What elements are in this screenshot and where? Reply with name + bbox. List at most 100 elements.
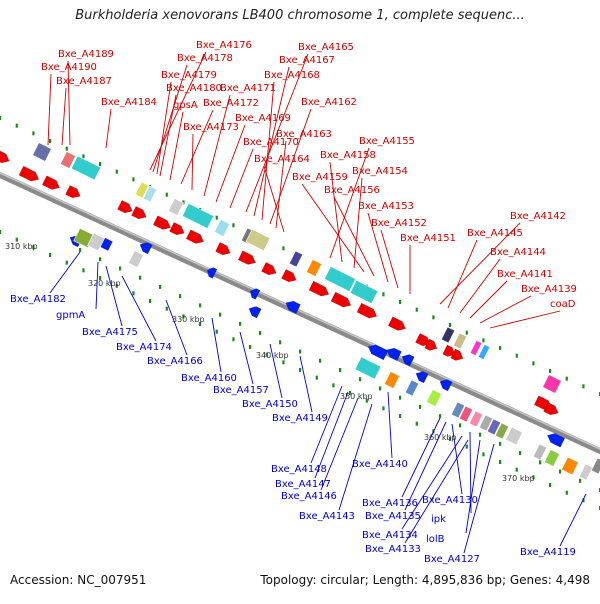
gene-label: Bxe_A4187 bbox=[56, 76, 112, 87]
tick-mark bbox=[519, 451, 522, 456]
gene-label: Bxe_A4173 bbox=[183, 122, 239, 133]
label-leader-line bbox=[401, 417, 441, 498]
label-leader-line bbox=[253, 66, 290, 217]
gene-label: Bxe_A4142 bbox=[510, 211, 566, 222]
feature-block bbox=[440, 326, 456, 344]
feature-block-shape bbox=[469, 339, 483, 357]
reverse-gene-arrow bbox=[139, 242, 153, 255]
gene-label: Bxe_A4148 bbox=[271, 464, 327, 475]
scale-label: 310 kbp bbox=[5, 242, 38, 251]
gene-label: Bxe_A4176 bbox=[196, 40, 252, 51]
tick-mark bbox=[32, 131, 35, 136]
feature-block bbox=[59, 151, 77, 169]
gene-label: Bxe_A4165 bbox=[298, 42, 354, 53]
feature-block-shape bbox=[354, 356, 382, 380]
forward-gene-arrow bbox=[237, 250, 256, 265]
feature-block-shape bbox=[305, 259, 323, 277]
tick-mark bbox=[365, 398, 368, 403]
feature-block-shape bbox=[59, 151, 77, 169]
gene-label: Bxe_A4153 bbox=[358, 201, 414, 212]
forward-gene-arrow-shape bbox=[41, 175, 60, 190]
feature-block bbox=[452, 332, 468, 350]
forward-gene-arrow bbox=[442, 344, 456, 357]
gene-label: Bxe_A4168 bbox=[264, 70, 320, 81]
tick-mark bbox=[465, 330, 468, 335]
reverse-gene-arrow bbox=[401, 354, 415, 367]
gene-label: Bxe_A4151 bbox=[400, 233, 456, 244]
label-leader-line bbox=[463, 443, 495, 554]
tick-mark bbox=[449, 437, 452, 441]
label-leader-line bbox=[191, 133, 194, 191]
tick-mark bbox=[49, 253, 52, 257]
reverse-gene-arrow-shape bbox=[401, 354, 415, 367]
tick-mark bbox=[532, 475, 535, 480]
feature-block bbox=[543, 449, 561, 467]
tick-mark bbox=[0, 116, 2, 120]
feature-block bbox=[213, 219, 231, 237]
forward-gene-arrow bbox=[308, 280, 330, 297]
tick-mark bbox=[259, 331, 262, 336]
gene-label: Bxe_A4141 bbox=[497, 269, 553, 280]
accession-text: Accession: NC_007951 bbox=[10, 573, 147, 587]
tick-mark bbox=[482, 338, 485, 343]
tick-mark bbox=[459, 423, 462, 428]
label-leader-line bbox=[489, 310, 561, 329]
backbone-highlight bbox=[0, 172, 600, 450]
reverse-gene-arrow bbox=[367, 344, 389, 361]
tick-mark bbox=[399, 300, 402, 304]
backbone-line bbox=[0, 171, 600, 455]
feature-block bbox=[127, 250, 145, 268]
tick-mark bbox=[99, 257, 102, 262]
forward-gene-arrow-shape bbox=[308, 280, 330, 297]
tick-mark bbox=[319, 358, 322, 363]
tick-mark bbox=[99, 276, 102, 280]
feature-block bbox=[383, 371, 401, 389]
gene-label: Bxe_A4134 bbox=[362, 530, 418, 541]
label-leader-line bbox=[338, 403, 373, 511]
feature-block-shape bbox=[245, 228, 271, 252]
tick-mark bbox=[315, 375, 318, 380]
feature-block bbox=[32, 142, 52, 162]
tick-mark bbox=[182, 314, 185, 319]
reverse-gene-arrow-shape bbox=[386, 347, 402, 361]
label-leader-line bbox=[105, 265, 123, 327]
tick-mark bbox=[432, 315, 435, 320]
feature-block-shape bbox=[181, 203, 215, 229]
forward-gene-arrow bbox=[117, 200, 133, 214]
label-leader-line bbox=[229, 148, 254, 209]
tick-mark bbox=[182, 200, 185, 205]
tick-mark bbox=[179, 294, 182, 299]
feature-block-shape bbox=[134, 181, 150, 199]
feature-block bbox=[578, 463, 594, 481]
feature-block bbox=[404, 379, 420, 397]
feature-block-shape bbox=[542, 374, 562, 394]
forward-gene-arrow-shape bbox=[442, 344, 456, 357]
feature-block-shape bbox=[349, 279, 379, 305]
label-leader-line bbox=[367, 212, 389, 283]
gene-label: Bxe_A4155 bbox=[359, 136, 415, 147]
feature-block bbox=[532, 443, 548, 461]
feature-block bbox=[478, 414, 494, 432]
label-leader-line bbox=[67, 60, 71, 146]
forward-gene-arrow bbox=[261, 262, 277, 276]
reverse-gene-arrow-shape bbox=[547, 433, 566, 448]
tick-mark bbox=[165, 192, 168, 197]
gene-label: Bxe_A4143 bbox=[299, 511, 355, 522]
label-leader-line bbox=[203, 94, 231, 197]
tick-mark bbox=[79, 248, 82, 252]
tick-mark bbox=[439, 414, 442, 419]
gene-label: Bxe_A4145 bbox=[467, 228, 523, 239]
feature-block bbox=[469, 339, 483, 357]
tick-mark bbox=[532, 361, 535, 366]
forward-gene-arrow-shape bbox=[131, 206, 147, 220]
label-leader-line bbox=[95, 261, 99, 310]
genome-summary-text: Topology: circular; Length: 4,895,836 bp… bbox=[260, 573, 590, 587]
tick-mark bbox=[465, 444, 468, 449]
label-leader-line bbox=[387, 391, 393, 459]
feature-block bbox=[349, 279, 379, 305]
label-leader-line bbox=[447, 239, 478, 309]
label-leader-line bbox=[353, 177, 363, 269]
gene-label: Bxe_A4189 bbox=[58, 49, 114, 60]
label-leader-line bbox=[149, 51, 207, 171]
